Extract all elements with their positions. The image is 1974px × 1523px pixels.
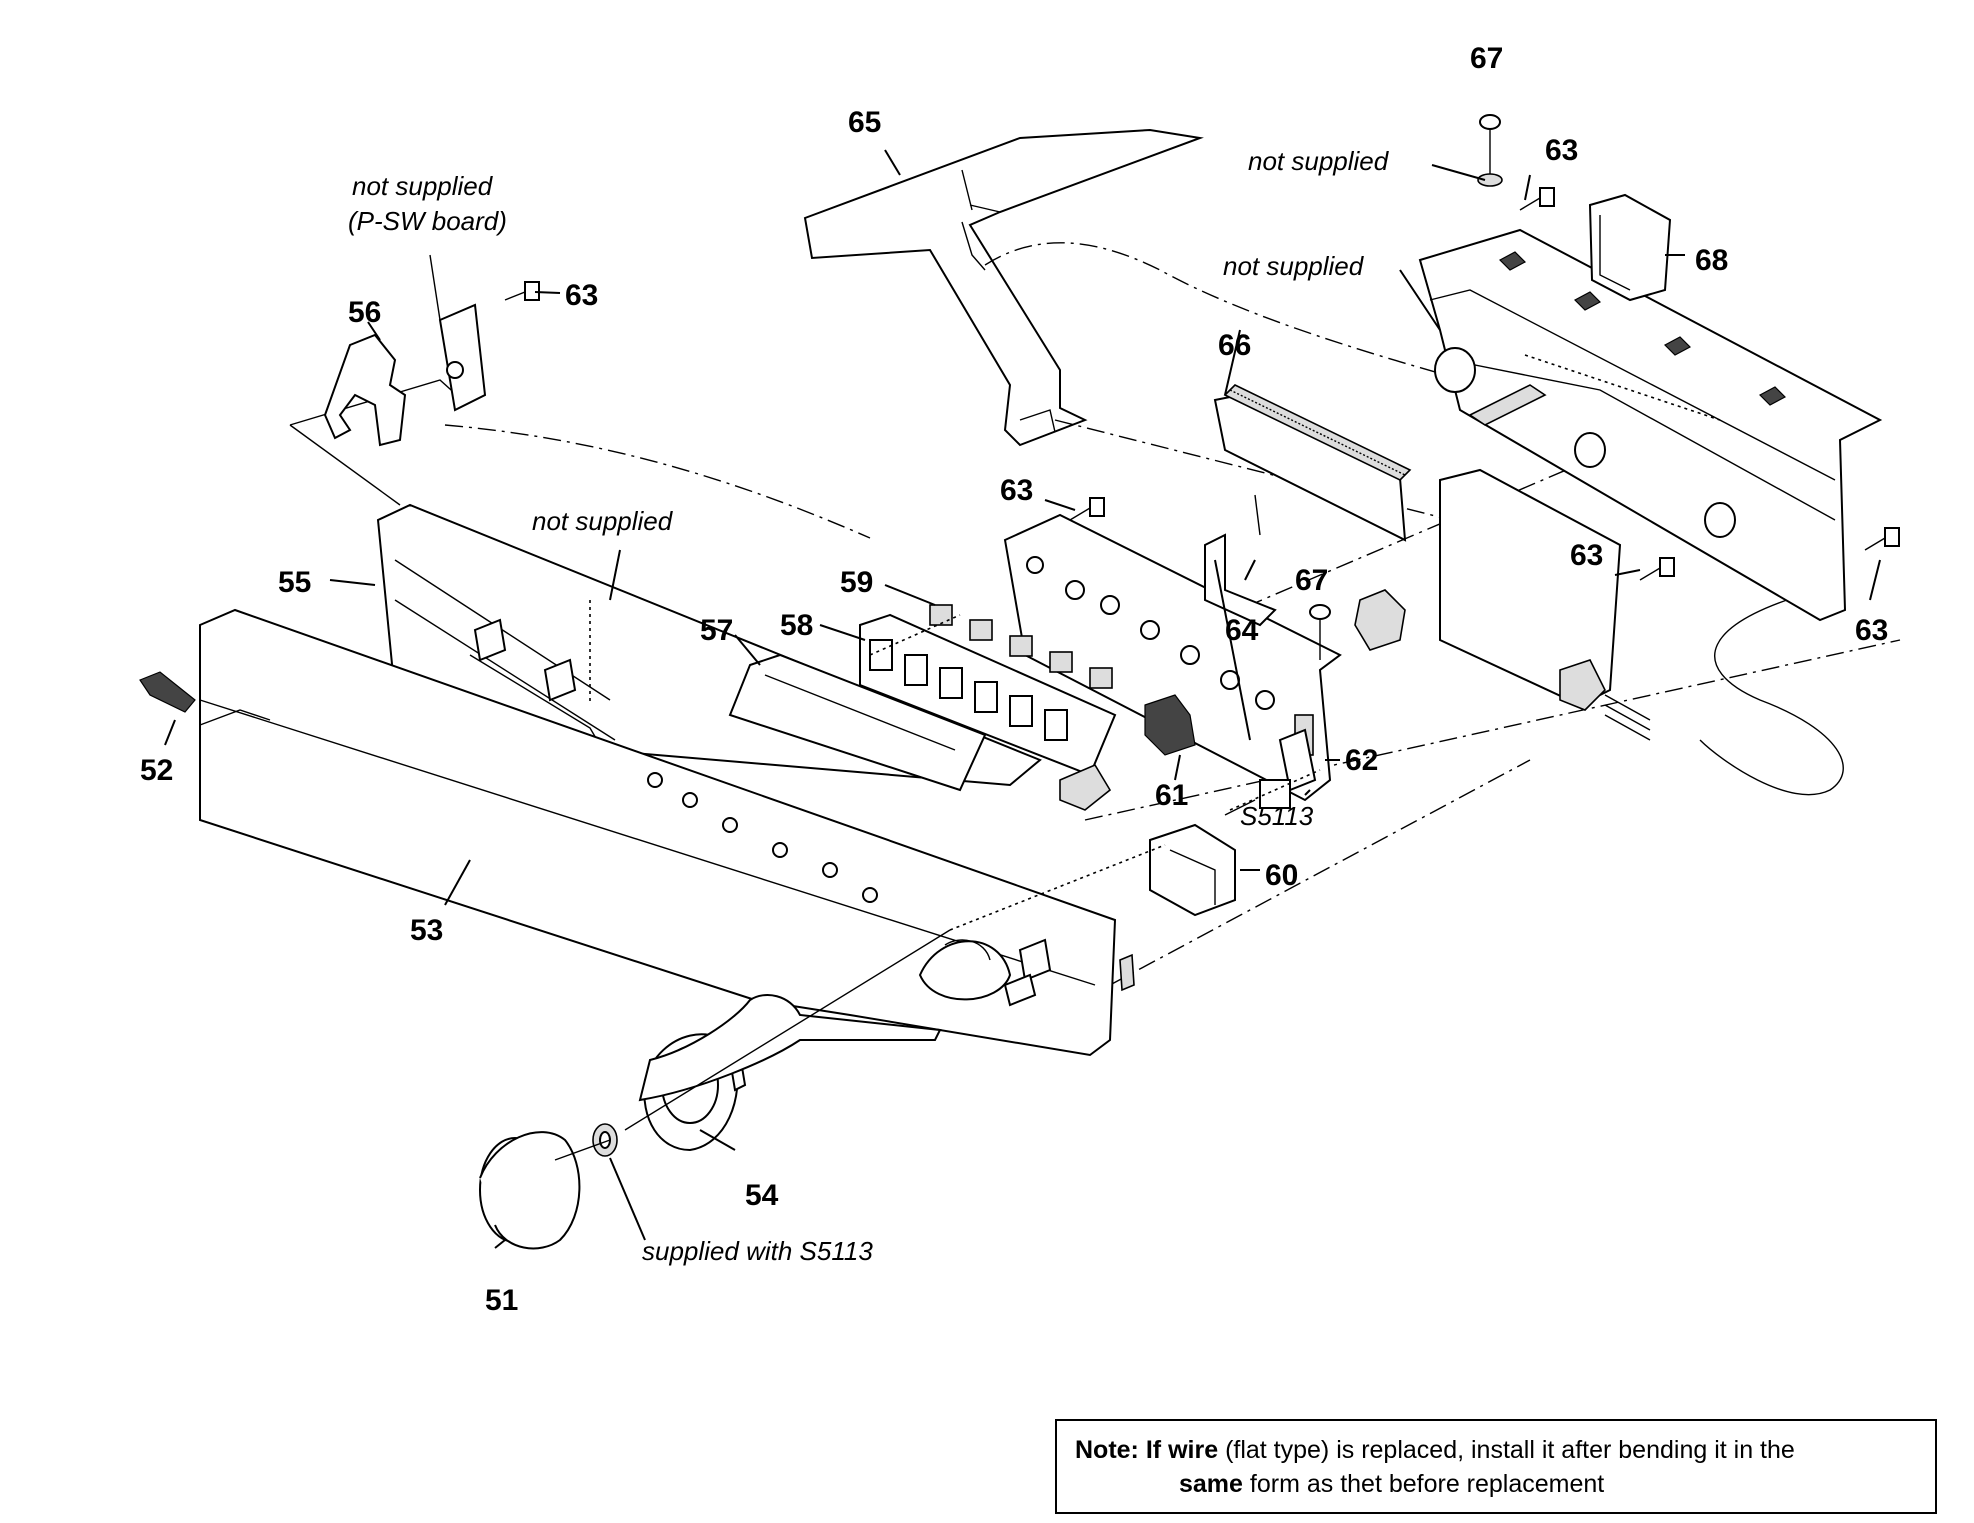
screw-63-b [1069,497,1105,521]
label-not-supplied-bracket: not supplied [1223,251,1365,281]
bracket-68 [1588,193,1672,302]
part-labels: 51 52 53 54 55 56 57 58 59 60 61 62 63 6… [140,42,1888,1317]
annotation-labels: not supplied (P-SW board) not supplied n… [348,146,1390,1266]
label-58: 58 [780,609,813,642]
screws [504,114,1900,660]
washer [592,1123,618,1157]
clip-52 [139,671,196,713]
label-57: 57 [700,614,733,647]
button-assembly-58 [859,604,1117,811]
label-55: 55 [278,566,311,599]
circuit-board-62 [1003,513,1342,802]
note-same: same [1179,1470,1243,1498]
label-63-left: 63 [565,279,598,312]
psw-board [429,254,487,412]
note-line1-text: (flat type) is replaced, install it afte… [1225,1436,1795,1464]
leader-lines [164,149,1881,1249]
screw-63-d [1639,557,1675,581]
label-65: 65 [848,106,881,139]
sub-board-right [1354,468,1651,741]
label-not-supplied-psw: not supplied [352,171,494,201]
label-not-supplied-nut: not supplied [1248,146,1390,176]
replacement-note: Note: If wire (flat type) is replaced, i… [1055,1419,1937,1514]
label-63-mid: 63 [1000,474,1033,507]
button-tops-59 [929,604,1113,689]
label-66: 66 [1218,329,1251,362]
label-67-top: 67 [1470,42,1503,75]
flat-cable-65 [803,128,1204,447]
label-psw-board: (P-SW board) [348,206,507,236]
label-62: 62 [1345,744,1378,777]
screw-63-c [1519,187,1555,211]
knob-shaft-cable [554,929,951,1161]
label-68: 68 [1695,244,1728,277]
button-caps [869,639,1068,741]
label-63-far-right: 63 [1855,614,1888,647]
bracket-tabs [1499,251,1786,406]
guide-lines [589,600,1321,931]
label-52: 52 [140,754,173,787]
rear-chassis-bracket [1418,228,1883,622]
screw-63-a [504,281,540,301]
label-s5113: S5113 [1240,801,1314,831]
label-supplied-with-s5113: supplied with S5113 [642,1236,873,1266]
knob-51 [479,1131,581,1250]
display-window-57 [728,653,987,792]
nut-not-supplied [1477,173,1503,187]
front-bezel-53 [199,608,1135,1057]
label-63-right: 63 [1570,539,1603,572]
label-56: 56 [348,296,381,329]
note-line2-text: form as thet before replacement [1249,1470,1605,1498]
label-64: 64 [1225,614,1259,647]
label-60: 60 [1265,859,1298,892]
note-prefix: Note: [1075,1436,1139,1464]
switch-s5113 [1224,728,1317,816]
label-61: 61 [1155,779,1188,812]
jack-60 [1149,823,1236,917]
label-63-top: 63 [1545,134,1578,167]
label-53: 53 [410,914,443,947]
label-not-supplied-panel: not supplied [532,506,674,536]
note-line-2: same form as thet before replacement [1075,1467,1917,1501]
display-tube-66 [1213,384,1412,542]
label-51: 51 [485,1284,518,1317]
screw-67-b [1309,604,1331,660]
label-54: 54 [745,1179,779,1212]
note-line-1: Note: If wire (flat type) is replaced, i… [1075,1433,1917,1467]
note-wire: wire [1168,1436,1219,1464]
encoder-61 [1144,694,1196,756]
label-59: 59 [840,566,873,599]
screw-63-e [1864,527,1900,551]
label-67-mid: 67 [1295,564,1328,597]
note-if: If [1145,1436,1162,1464]
bracket-56 [323,333,407,447]
screw-67-a [1479,114,1501,175]
